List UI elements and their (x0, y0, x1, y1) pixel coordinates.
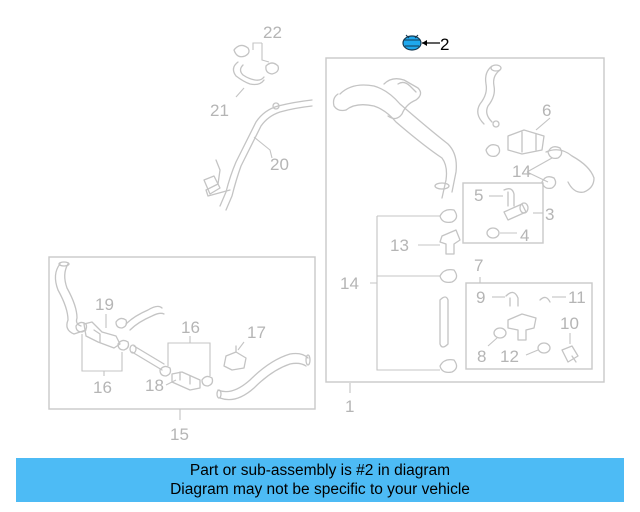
label-1: 1 (345, 397, 354, 416)
part-13-connector[interactable] (439, 229, 461, 255)
part-20-pipe[interactable] (203, 99, 313, 211)
label-16-right: 16 (181, 318, 200, 337)
label-9: 9 (476, 288, 485, 307)
label-7: 7 (474, 256, 483, 275)
label-15: 15 (170, 425, 189, 444)
part-11-clip[interactable] (539, 296, 551, 303)
label-13: 13 (390, 236, 409, 255)
part-1-small-hose[interactable] (477, 64, 502, 128)
info-bar: Part or sub-assembly is #2 in diagram Di… (16, 458, 624, 502)
part-15-tube[interactable] (129, 344, 165, 371)
info-bar-line-2: Diagram may not be specific to your vehi… (170, 481, 470, 498)
label-12: 12 (500, 347, 519, 366)
label-17: 17 (247, 323, 266, 342)
assembly-15-box (48, 256, 316, 410)
label-5: 5 (474, 186, 483, 205)
part-6-connector[interactable] (507, 129, 595, 193)
label-20: 20 (270, 155, 289, 174)
label-16-left: 16 (93, 378, 112, 397)
label-6: 6 (542, 101, 551, 120)
label-14-left: 14 (340, 274, 359, 293)
label-11: 11 (568, 288, 586, 307)
label-4: 4 (520, 226, 529, 245)
info-bar-line-1: Part or sub-assembly is #2 in diagram (189, 462, 451, 479)
part-18-fitting[interactable] (171, 371, 201, 391)
part-15-small-hose[interactable] (125, 305, 165, 331)
part-7-tee-fitting[interactable] (507, 313, 537, 341)
part-16-clamps[interactable] (75, 317, 214, 387)
part-5-clip[interactable] (503, 188, 515, 207)
part-21-hose[interactable] (232, 61, 265, 86)
label-22: 22 (263, 23, 282, 42)
part-3-fitting[interactable] (503, 202, 529, 221)
part-19-fitting[interactable] (83, 321, 121, 349)
part-10-sensor[interactable] (561, 345, 579, 363)
label-21: 21 (210, 101, 229, 120)
label-2: 2 (440, 35, 449, 54)
assembly-1-box (325, 57, 605, 383)
part-2-clamp-highlighted[interactable] (402, 34, 440, 51)
part-1-upper-hose[interactable] (332, 78, 457, 199)
part-17-sensor[interactable] (223, 345, 247, 371)
part-22-clamps[interactable] (233, 44, 280, 75)
part-9-clip[interactable] (505, 291, 519, 307)
sub-assembly-7-box (465, 282, 593, 370)
part-14-clamps-right[interactable] (485, 144, 563, 190)
parts-diagram: 2 22 21 20 6 14 5 3 4 13 7 14 9 11 10 8 … (48, 23, 605, 444)
part-4-oring[interactable] (486, 227, 500, 239)
label-19: 19 (95, 295, 114, 314)
part-8-oring[interactable] (493, 327, 507, 339)
part-15-hose-right[interactable] (216, 352, 311, 401)
part-15-hose-left[interactable] (54, 261, 87, 335)
part-12-oring[interactable] (537, 342, 551, 354)
label-8: 8 (477, 347, 486, 366)
label-14-right: 14 (512, 162, 531, 181)
part-1-lower-hose[interactable] (439, 296, 449, 348)
label-3: 3 (545, 205, 554, 224)
part-14-clamps-left[interactable] (439, 208, 458, 374)
label-18: 18 (145, 376, 164, 395)
label-10: 10 (560, 314, 579, 333)
